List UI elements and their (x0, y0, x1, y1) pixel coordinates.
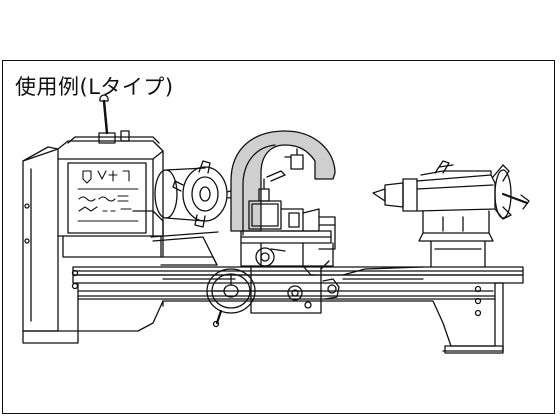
lathe-illustration (22, 94, 530, 354)
chuck-guard (230, 130, 336, 236)
figure-caption: 使用例(Lタイプ) (15, 75, 174, 99)
carriage (240, 170, 340, 314)
chuck (154, 160, 240, 228)
lathe-bed (22, 266, 524, 354)
feed-rods (162, 266, 424, 280)
apron-handwheel (206, 268, 256, 328)
tailstock (372, 160, 530, 268)
headstock (22, 94, 219, 332)
illustration-frame: 使用例(Lタイプ) (2, 60, 555, 414)
